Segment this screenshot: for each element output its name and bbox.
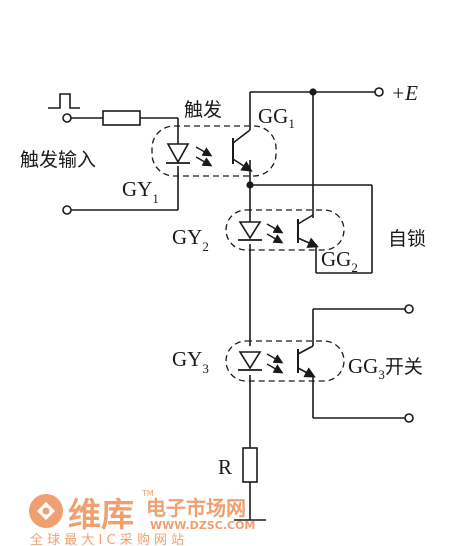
pulse-icon (48, 93, 80, 109)
junction-dot (246, 181, 254, 189)
phototransistor-icon (297, 214, 319, 248)
gy3-label: GY3 (172, 347, 209, 376)
terminal-icon (62, 113, 72, 123)
self-lock-label: 自锁 (388, 228, 426, 250)
resistor-label: R (218, 455, 232, 479)
terminal-icon (404, 304, 414, 314)
light-arrows (195, 146, 213, 167)
trigger-input-label: 触发输入 (20, 149, 96, 171)
wires (70, 91, 405, 520)
gg3-label: GG3开关 (348, 354, 423, 382)
supply-label: +E (391, 81, 418, 105)
watermark-url: WWW.DZSC.COM (150, 519, 255, 532)
terminals (62, 87, 414, 423)
resistor-icon (102, 110, 141, 126)
light-arrows (266, 353, 284, 374)
resistor-icon (242, 447, 258, 483)
optocoupler-outline (151, 125, 277, 177)
junction-dot (309, 88, 317, 96)
phototransistor-icon (297, 345, 316, 378)
led-icon (238, 351, 262, 371)
watermark-tagline: 全 球 最 大 I C 采 购 网 站 (30, 532, 184, 546)
gy1-label: GY1 (122, 177, 159, 206)
labels: +E 触发 GG1 触发输入 GY1 GY2 自锁 GG2 GY3 GG3开关 … (20, 81, 426, 479)
terminal-icon (374, 87, 384, 97)
led-icon (166, 143, 190, 164)
watermark-brand-sub: 电子市场网 (146, 496, 246, 520)
gg1-label: GG1 (258, 104, 295, 131)
optocoupler-outline (225, 209, 345, 251)
watermark-tm: TM (141, 489, 154, 498)
terminal-icon (62, 205, 72, 215)
optocoupler-2 (225, 209, 345, 251)
optocoupler-1 (151, 125, 277, 177)
watermark-brand: 维库 (68, 495, 134, 534)
watermark: 维库 电子市场网 TM WWW.DZSC.COM 全 球 最 大 I C 采 购… (29, 489, 255, 546)
gy2-label: GY2 (172, 225, 209, 254)
gg2-label: GG2 (321, 247, 358, 275)
phototransistor-icon (232, 129, 253, 172)
light-arrows (266, 223, 284, 244)
led-icon (238, 221, 262, 241)
junctions (246, 88, 317, 189)
trigger-label: 触发 (184, 99, 222, 121)
terminal-icon (404, 413, 414, 423)
watermark-logo-icon (29, 494, 63, 528)
optocoupler-3 (225, 340, 345, 382)
optocoupler-outline (225, 340, 345, 382)
